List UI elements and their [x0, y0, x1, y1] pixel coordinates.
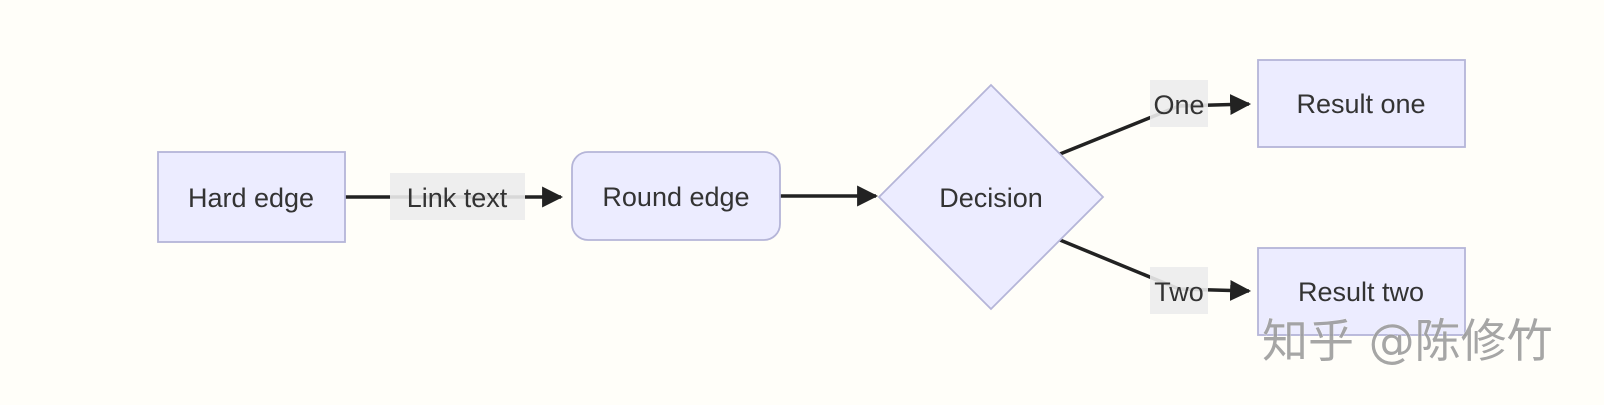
node-decision [877, 83, 1105, 311]
node-decision-label: Decision [939, 183, 1043, 213]
node-round-edge-label: Round edge [602, 182, 749, 212]
edge-label-bg-two [1150, 267, 1208, 314]
edge-labels: Link text One Two [390, 80, 1208, 314]
node-round-edge [571, 151, 781, 241]
node-hard-edge-label: Hard edge [188, 183, 314, 213]
node-result-one [1257, 59, 1466, 148]
node-result-two [1257, 247, 1466, 336]
edge-label-one: One [1153, 90, 1204, 120]
node-result-two-label: Result two [1298, 277, 1424, 307]
edge-label-link-text: Link text [407, 183, 508, 213]
node-hard-edge [157, 151, 346, 243]
edge-label-two: Two [1154, 277, 1204, 307]
nodes: Hard edge Round edge Decision Result one… [157, 59, 1466, 336]
edge-label-bg-link-text [390, 173, 525, 220]
zhihu-watermark: 知乎 @陈修竹 [1262, 314, 1553, 368]
edge-label-bg-one [1150, 80, 1208, 127]
node-result-one-label: Result one [1296, 89, 1425, 119]
